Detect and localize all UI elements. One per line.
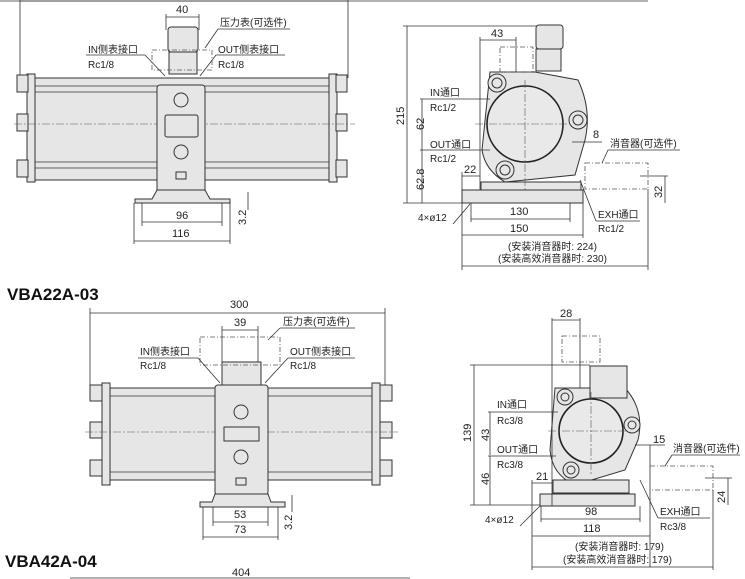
in-port-label: IN侧表接口 — [140, 345, 190, 358]
out-height-dim: 46 — [480, 473, 492, 485]
in-port-size: Rc1/8 — [140, 361, 167, 372]
pressure-gauge — [167, 26, 199, 53]
base-plate — [461, 189, 584, 204]
width-with-hi-silencer: (安装高效消音器时: 179) — [563, 553, 672, 566]
vba42a-front-view: 300 39 压力表(可选件) IN侧表接口 Rc1/8 OUT侧表接口 Rc1… — [70, 299, 410, 579]
hole-pitch-dim: 98 — [585, 506, 597, 518]
out-port-size: Rc1/8 — [218, 60, 245, 71]
gauge-width-dim: 40 — [176, 4, 188, 16]
base-width-dim: 150 — [510, 223, 528, 235]
exh-port-label: EXH通口 — [660, 506, 701, 518]
vba42a-side-view: 28 139 IN通口 Rc3/8 43 OUT通口 Rc3/8 46 21 1… — [462, 308, 740, 570]
gauge-offset-dim: 43 — [491, 28, 503, 40]
out-port-label: OUT侧表接口 — [290, 345, 351, 358]
port-pitch-dim: 62 — [415, 118, 427, 130]
exh-port-label: EXH通口 — [598, 209, 639, 221]
foot-thickness-dim: 3.2 — [237, 210, 249, 225]
gauge-label: 压力表(可选件) — [220, 16, 287, 29]
gauge-width-dim: 39 — [234, 317, 246, 329]
tie-rod-nuts — [89, 384, 393, 477]
silencer-label: 消音器(可选件) — [673, 442, 740, 455]
width-with-hi-silencer: (安装高效消音器时: 230) — [498, 252, 607, 265]
hole-pitch-dim: 130 — [510, 206, 528, 218]
gauge-label: 压力表(可选件) — [283, 315, 350, 328]
holes-label: 4×ø12 — [418, 213, 447, 224]
port-pitch-dim: 43 — [480, 429, 492, 441]
in-port-size: Rc3/8 — [497, 416, 524, 427]
base-width-dim: 118 — [583, 523, 601, 535]
out-port-label: OUT通口 — [497, 444, 538, 456]
foot-inner-dim: 96 — [176, 210, 188, 222]
in-port-size: Rc1/8 — [88, 60, 115, 71]
silencer-optional — [649, 465, 714, 491]
silencer-height-dim: 32 — [653, 186, 665, 198]
silencer-label: 消音器(可选件) — [610, 137, 677, 150]
holes-label: 4×ø12 — [485, 515, 514, 526]
vba22a-front-view: 40 压力表(可选件) IN侧表接口 Rc1/8 OUT侧表接口 Rc1/8 9… — [14, 0, 355, 244]
out-port-size: Rc1/8 — [290, 361, 317, 372]
exh-port-size: Rc3/8 — [660, 522, 687, 533]
in-port-label: IN通口 — [497, 399, 527, 411]
silencer-optional — [584, 162, 649, 190]
height-dim: 139 — [462, 424, 474, 442]
in-port-size: Rc1/2 — [430, 103, 457, 114]
gauge-offset-dim: 28 — [560, 308, 572, 320]
model-title-vba22a: VBA22A-03 — [7, 285, 99, 304]
out-port-label: OUT侧表接口 — [218, 43, 279, 56]
tie-rod-nuts — [16, 74, 348, 178]
out-port-label: OUT通口 — [430, 139, 471, 151]
edge-offset-dim: 21 — [536, 471, 548, 483]
base-plate — [539, 493, 636, 507]
pressure-gauge-optional — [561, 335, 601, 363]
mounting-foot — [199, 493, 286, 508]
out-height-dim: 62.8 — [415, 169, 427, 190]
width-with-silencer: (安装消音器时: 224) — [508, 240, 597, 253]
out-port-size: Rc3/8 — [497, 460, 524, 471]
foot-thickness-dim: 3.2 — [283, 515, 295, 530]
pressure-gauge — [535, 24, 564, 50]
foot-inner-dim: 53 — [234, 509, 246, 521]
edge-offset-dim: 22 — [464, 164, 476, 176]
width-with-silencer: (安装消音器时: 179) — [575, 540, 664, 553]
total-length-dim: 404 — [232, 567, 250, 579]
foot-outer-dim: 116 — [172, 228, 190, 240]
foot-outer-dim: 73 — [234, 524, 246, 536]
out-port-size: Rc1/2 — [430, 154, 457, 165]
exh-offset-dim: 15 — [653, 434, 665, 446]
silencer-height-dim: 24 — [716, 491, 728, 503]
model-title-vba42a: VBA42A-04 — [5, 552, 97, 571]
mounting-foot — [134, 189, 231, 204]
vba22a-side-view: 215 43 IN通口 Rc1/2 62 OUT通口 Rc1/2 62.8 22… — [0, 0, 680, 270]
in-port-label: IN侧表接口 — [88, 43, 138, 56]
in-port-label: IN通口 — [430, 87, 460, 99]
exh-offset-dim: 8 — [593, 129, 599, 141]
exh-port-size: Rc1/2 — [598, 224, 625, 235]
length-dim: 300 — [230, 299, 248, 311]
pressure-gauge-optional — [199, 336, 281, 366]
height-dim: 215 — [395, 107, 407, 125]
